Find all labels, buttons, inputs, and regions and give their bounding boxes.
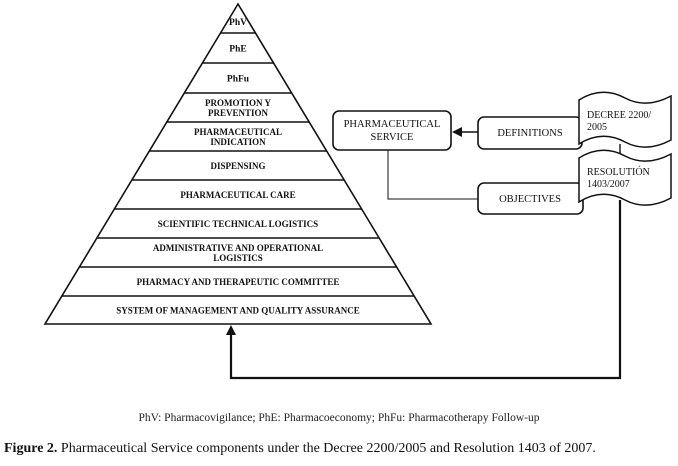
pyramid-level: PhFu (202, 62, 274, 85)
pyramid-level-label: PHARMACEUTICAL CARE (180, 190, 295, 200)
pyramid-level: PhE (220, 32, 256, 55)
resolution-label-line1: RESOLUTIÓN (587, 166, 650, 178)
arrowhead-up-icon (226, 325, 236, 335)
pyramid-level: PHARMACY AND THERAPEUTIC COMMITTEE (79, 266, 397, 287)
decree-label-line1: DECREE 2200/ (587, 110, 651, 121)
resolution-document: RESOLUTIÓN 1403/2007 (578, 149, 672, 206)
pyramid-level-label: PhFu (227, 75, 250, 85)
definitions-box: DEFINITIONS (477, 116, 583, 150)
pyramid-level: SYSTEM OF MANAGEMENT AND QUALITY ASSURAN… (61, 295, 415, 316)
objectives-box: OBJECTIVES (477, 182, 584, 215)
pyramid-level-label: INDICATION (210, 137, 266, 147)
pyramid-level-label: SYSTEM OF MANAGEMENT AND QUALITY ASSURAN… (116, 306, 359, 316)
pyramid-level-label: PhE (229, 45, 246, 55)
pyramid-level: PhV (229, 18, 247, 28)
pyramid-level-label: PROMOTION Y (205, 98, 271, 108)
pyramid-level-label: PHARMACEUTICAL (194, 127, 282, 137)
objectives-connector (387, 150, 478, 200)
pharmaceutical-service-label-line2: SERVICE (371, 132, 414, 143)
figure-label: Figure 2. (4, 441, 58, 456)
pyramid-outline (43, 2, 433, 325)
figure-caption: Figure 2. Pharmaceutical Service compone… (4, 441, 678, 457)
pyramid-level-label: PhV (229, 18, 247, 28)
pharmaceutical-service-label-line1: PHARMACEUTICAL (344, 119, 441, 130)
pyramid-level: PHARMACEUTICAL CARE (131, 179, 345, 200)
pyramid-level-label: LOGISTICS (213, 253, 263, 263)
arrowhead-icon (452, 127, 462, 137)
abbreviation-legend: PhV: Pharmacovigilance; PhE: Pharmacoeco… (138, 412, 540, 424)
feedback-arrow (226, 200, 622, 380)
decree-document: DECREE 2200/ 2005 (578, 91, 672, 148)
figure-caption-text: Pharmaceutical Service components under … (57, 441, 596, 456)
objectives-label: OBJECTIVES (499, 194, 561, 205)
decree-label-line2: 2005 (587, 122, 607, 133)
pyramid-level-label: SCIENTIFIC TECHNICAL LOGISTICS (158, 219, 318, 229)
pyramid-level: DISPENSING (149, 150, 327, 171)
pyramid-level: SCIENTIFIC TECHNICAL LOGISTICS (114, 208, 362, 229)
pyramid-level-label: DISPENSING (210, 161, 265, 171)
pyramid-level-label: ADMINISTRATIVE AND OPERATIONAL (153, 243, 323, 253)
definitions-label: DEFINITIONS (497, 128, 562, 139)
resolution-label-line2: 1403/2007 (587, 179, 630, 190)
pyramid-level-label: PREVENTION (208, 108, 269, 118)
definitions-arrow (452, 127, 478, 137)
pyramid-level-label: PHARMACY AND THERAPEUTIC COMMITTEE (137, 277, 340, 287)
pharmaceutical-service-box: PHARMACEUTICAL SERVICE (332, 110, 452, 151)
